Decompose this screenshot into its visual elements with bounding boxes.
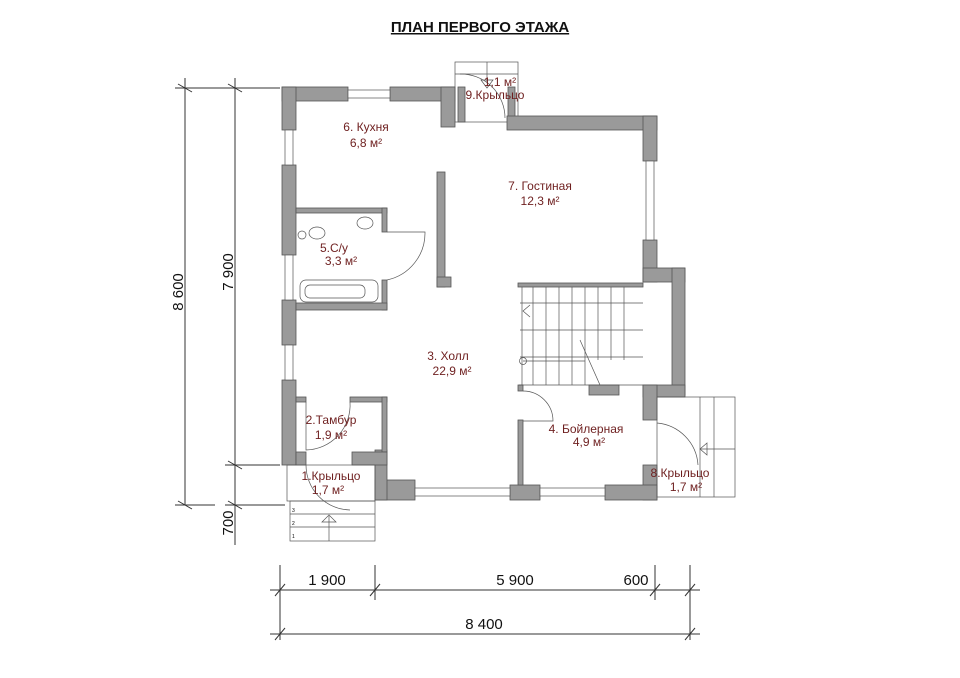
arrow-icon (321, 514, 337, 523)
room-7-area: 12,3 м² (521, 194, 560, 208)
room-3-area: 22,9 м² (433, 364, 472, 378)
bathroom-fixtures (297, 216, 426, 303)
room-1-area: 1,7 м² (312, 483, 344, 497)
windows (284, 89, 655, 497)
toilet (308, 226, 326, 240)
room-2-name: 2.Тамбур (306, 413, 357, 427)
plan-title: ПЛАН ПЕРВОГО ЭТАЖА (391, 19, 569, 36)
stair-arrow-icon (522, 304, 531, 318)
room-8-area: 1,7 м² (670, 480, 702, 494)
room-1-name: 1.Крыльцо (302, 469, 361, 483)
room-5-name: 5.С/у (320, 241, 348, 255)
room-3-name: 3. Холл (427, 349, 469, 363)
room-7-name: 7. Гостиная (508, 179, 572, 193)
bathtub (299, 279, 379, 303)
room-labels: 1.Крыльцо 1,7 м² 2.Тамбур 1,9 м² 3. Холл… (302, 75, 710, 497)
arrow-icon (480, 79, 494, 89)
step-number: 3 (292, 508, 295, 514)
staircase (519, 287, 643, 422)
dim-total-height: 8 600 (170, 273, 187, 311)
dimension-lines: 8 600 7 900 700 1 900 5 900 600 8 400 (170, 78, 700, 641)
step-number: 2 (292, 521, 295, 527)
dim-seg-1: 1 900 (308, 572, 346, 589)
step-number: 1 (292, 534, 295, 540)
room-6-area: 6,8 м² (350, 136, 382, 150)
porch-1: 3 2 1 (286, 401, 376, 542)
room-8-name: 8.Крыльцо (651, 466, 710, 480)
dim-total-width: 8 400 (465, 616, 503, 633)
arrow-icon (699, 442, 708, 456)
room-2-area: 1,9 м² (315, 428, 347, 442)
room-9-name: 9.Крыльцо (466, 88, 525, 102)
room-6-name: 6. Кухня (343, 120, 388, 134)
room-5-area: 3,3 м² (325, 254, 357, 268)
room-4-name: 4. Бойлерная (549, 422, 624, 436)
room-9-area: 1,1 м² (484, 75, 516, 89)
dim-porch-depth: 700 (220, 510, 237, 535)
door-swing (386, 231, 426, 281)
porch-8 (656, 396, 736, 498)
dim-seg-2: 5 900 (496, 572, 534, 589)
dim-house-height: 7 900 (220, 253, 237, 291)
walls (281, 86, 686, 501)
sink (356, 216, 374, 230)
room-4-area: 4,9 м² (573, 435, 605, 449)
dim-seg-3: 600 (623, 572, 648, 589)
